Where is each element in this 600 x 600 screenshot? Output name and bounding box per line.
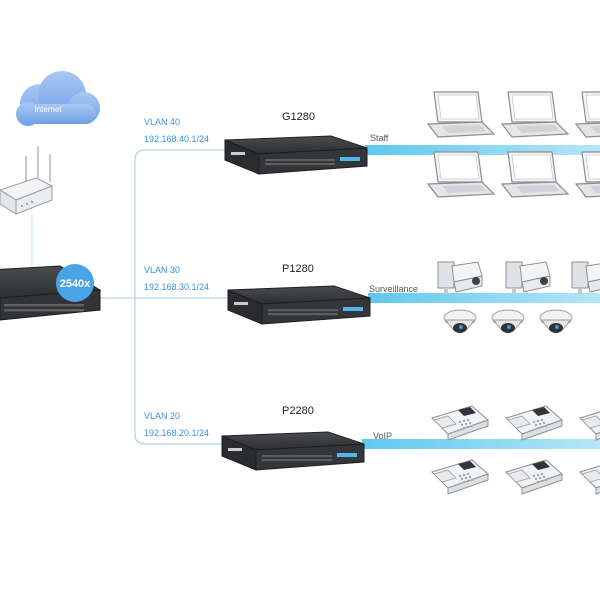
vlan-subnet: 192.168.20.1/24: [144, 428, 209, 438]
dome-camera-icon: [443, 309, 477, 334]
segment-label: VoIP: [373, 431, 392, 441]
vlan-label: VLAN 30: [144, 265, 180, 275]
laptop-icon: [575, 91, 600, 138]
access-switch-name: P1280: [282, 263, 314, 275]
vlan-label: VLAN 40: [144, 117, 180, 127]
router-icon: [0, 146, 54, 215]
ip-phone-icon: [505, 459, 563, 495]
access-switch-icon: [221, 431, 365, 471]
internet-label: Internet: [34, 105, 62, 114]
vlan-tree-lines: [97, 149, 227, 445]
laptop-icon: [501, 151, 569, 198]
box-camera-icon: [437, 261, 483, 295]
ip-phone-icon: [505, 405, 563, 441]
core-switch-badge: 2540x: [56, 264, 94, 302]
laptop-icon: [501, 91, 569, 138]
vlan-subnet: 192.168.30.1/24: [144, 282, 209, 292]
box-camera-icon: [571, 261, 600, 295]
laptop-icon: [575, 151, 600, 198]
access-link-band: [365, 145, 600, 155]
ip-phone-icon: [431, 459, 489, 495]
segment-label: Surveillance: [369, 284, 418, 294]
vlan-subnet: 192.168.40.1/24: [144, 134, 209, 144]
trunk-line: [134, 149, 146, 445]
core-switch-label: 2540x: [60, 278, 91, 290]
access-link-band: [362, 439, 600, 449]
dome-camera-icon: [491, 309, 525, 334]
access-switch-name: P2280: [282, 405, 314, 417]
laptop-icon: [427, 151, 495, 198]
access-link-band: [368, 293, 600, 303]
internet-cloud-icon: Internet: [16, 71, 100, 126]
access-switch-icon: [227, 285, 371, 325]
laptop-icon: [427, 91, 495, 138]
ip-phone-icon: [579, 459, 600, 495]
access-switch-name: G1280: [282, 111, 315, 123]
access-switch-icon: [224, 135, 368, 175]
vlan-label: VLAN 20: [144, 411, 180, 421]
segment-label: Staff: [370, 133, 389, 143]
box-camera-icon: [505, 261, 551, 295]
ip-phone-icon: [431, 405, 489, 441]
dome-camera-icon: [539, 309, 573, 334]
ip-phone-icon: [579, 405, 600, 441]
